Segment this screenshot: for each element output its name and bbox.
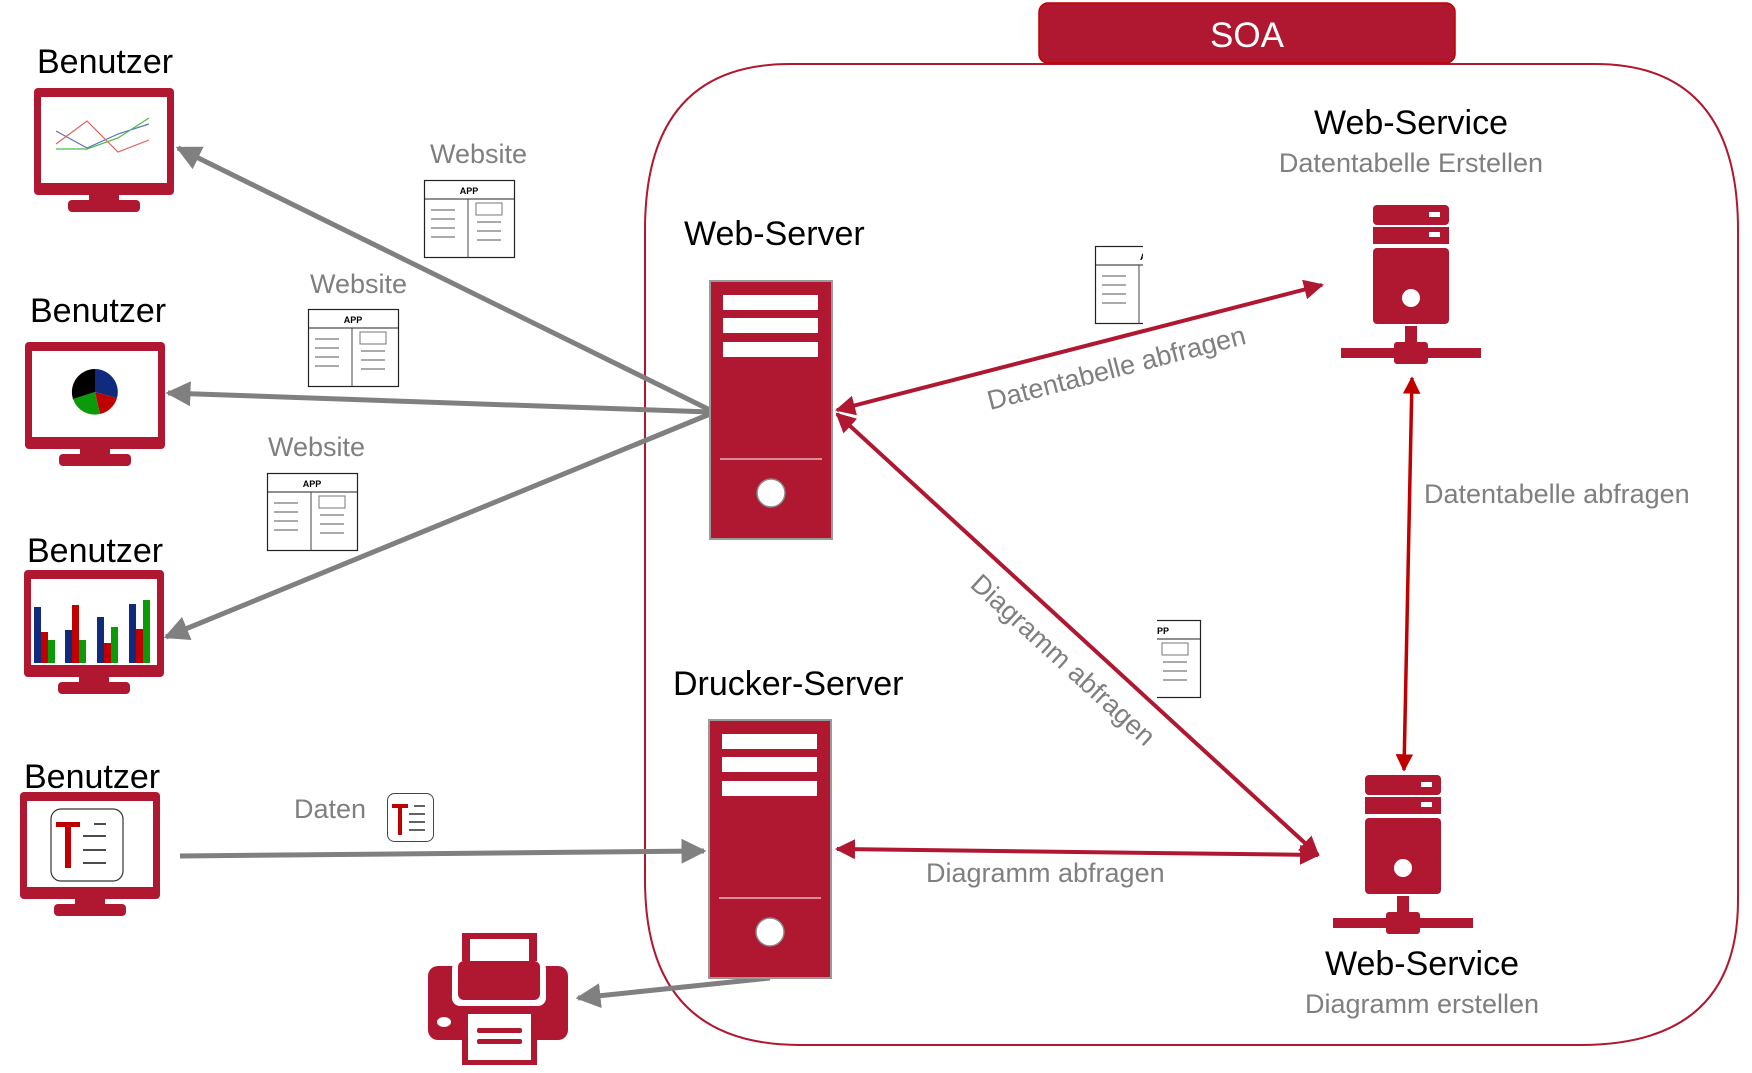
chart-web-service: Web-Service Diagramm erstellen: [1305, 775, 1539, 1019]
bar-chart-icon: [34, 600, 150, 663]
arrow-web-chart-service: [835, 412, 1320, 857]
daten-label: Daten: [294, 794, 366, 824]
app-header: PP: [1157, 626, 1169, 636]
monitor-icon: [25, 342, 165, 466]
website-label: Website: [310, 269, 407, 299]
gray-arrows: [163, 145, 771, 1009]
pie-chart-icon: [71, 368, 118, 415]
edge-label-table-chart: Datentabelle abfragen: [1424, 479, 1690, 509]
network-server-icon: [1341, 205, 1481, 364]
user-1: Benutzer: [34, 43, 174, 212]
arrow-table-chart-service: [1395, 376, 1421, 772]
edge-label-web-table: Datentabelle abfragen: [984, 320, 1249, 416]
drucker-server-label: Drucker-Server: [673, 665, 903, 703]
user-4: Benutzer: [20, 758, 160, 916]
website-label: Website: [268, 432, 365, 462]
service-title: Web-Service: [1314, 104, 1508, 142]
user-label: Benutzer: [30, 292, 166, 330]
text-document-icon: [50, 808, 124, 882]
service-title: Web-Service: [1325, 945, 1519, 983]
user-label: Benutzer: [37, 43, 173, 81]
service-subtitle: Datentabelle Erstellen: [1279, 148, 1543, 178]
edge-label-drucker-chart: Diagramm abfragen: [926, 858, 1165, 888]
app-header: APP: [303, 479, 322, 489]
line-chart-icon: [55, 117, 150, 153]
network-server-icon: [1333, 775, 1473, 934]
app-header: AP: [1140, 252, 1153, 262]
arrow-web-to-user-3: [163, 411, 711, 641]
inline-doc-chart: PP: [1157, 619, 1202, 699]
printer-icon: [428, 933, 568, 1065]
text-document-icon: [387, 793, 434, 842]
arrow-drucker-chart-service: [835, 839, 1320, 865]
soa-title: SOA: [1210, 16, 1285, 55]
app-header: APP: [344, 315, 363, 325]
website-doc-3: Website APP: [266, 432, 365, 552]
red-arrows: [835, 279, 1421, 865]
drucker-server: Drucker-Server: [673, 665, 903, 979]
website-doc-1: Website APP: [423, 139, 527, 259]
service-subtitle: Diagramm erstellen: [1305, 989, 1539, 1019]
server-tower-icon: [708, 719, 832, 979]
monitor-icon: [24, 570, 164, 694]
arrow-web-table-service: [835, 279, 1324, 416]
soa-badge: SOA: [1038, 2, 1456, 64]
daten-flow: Daten: [294, 793, 434, 842]
arrow-web-to-user-1: [175, 145, 712, 413]
arrow-drucker-to-printer: [575, 975, 771, 1009]
web-server-label: Web-Server: [684, 215, 865, 253]
edge-label-web-chart: Diagramm abfragen: [965, 568, 1161, 751]
web-server: Web-Server: [684, 215, 865, 540]
table-web-service: Web-Service Datentabelle Erstellen: [1279, 104, 1543, 364]
server-tower-icon: [709, 280, 833, 540]
monitor-icon: [34, 88, 174, 212]
website-doc-2: Website APP: [307, 269, 407, 388]
arrow-web-to-user-2: [165, 381, 711, 415]
arrow-user-4-to-drucker: [179, 838, 707, 864]
monitor-icon: [20, 792, 160, 916]
app-header: APP: [460, 186, 479, 196]
user-label: Benutzer: [27, 532, 163, 570]
user-3: Benutzer: [24, 532, 164, 694]
user-2: Benutzer: [25, 292, 166, 466]
soa-container: [644, 63, 1739, 1046]
website-label: Website: [430, 139, 527, 169]
user-label: Benutzer: [24, 758, 160, 796]
inline-doc-table: AP: [1094, 245, 1153, 325]
